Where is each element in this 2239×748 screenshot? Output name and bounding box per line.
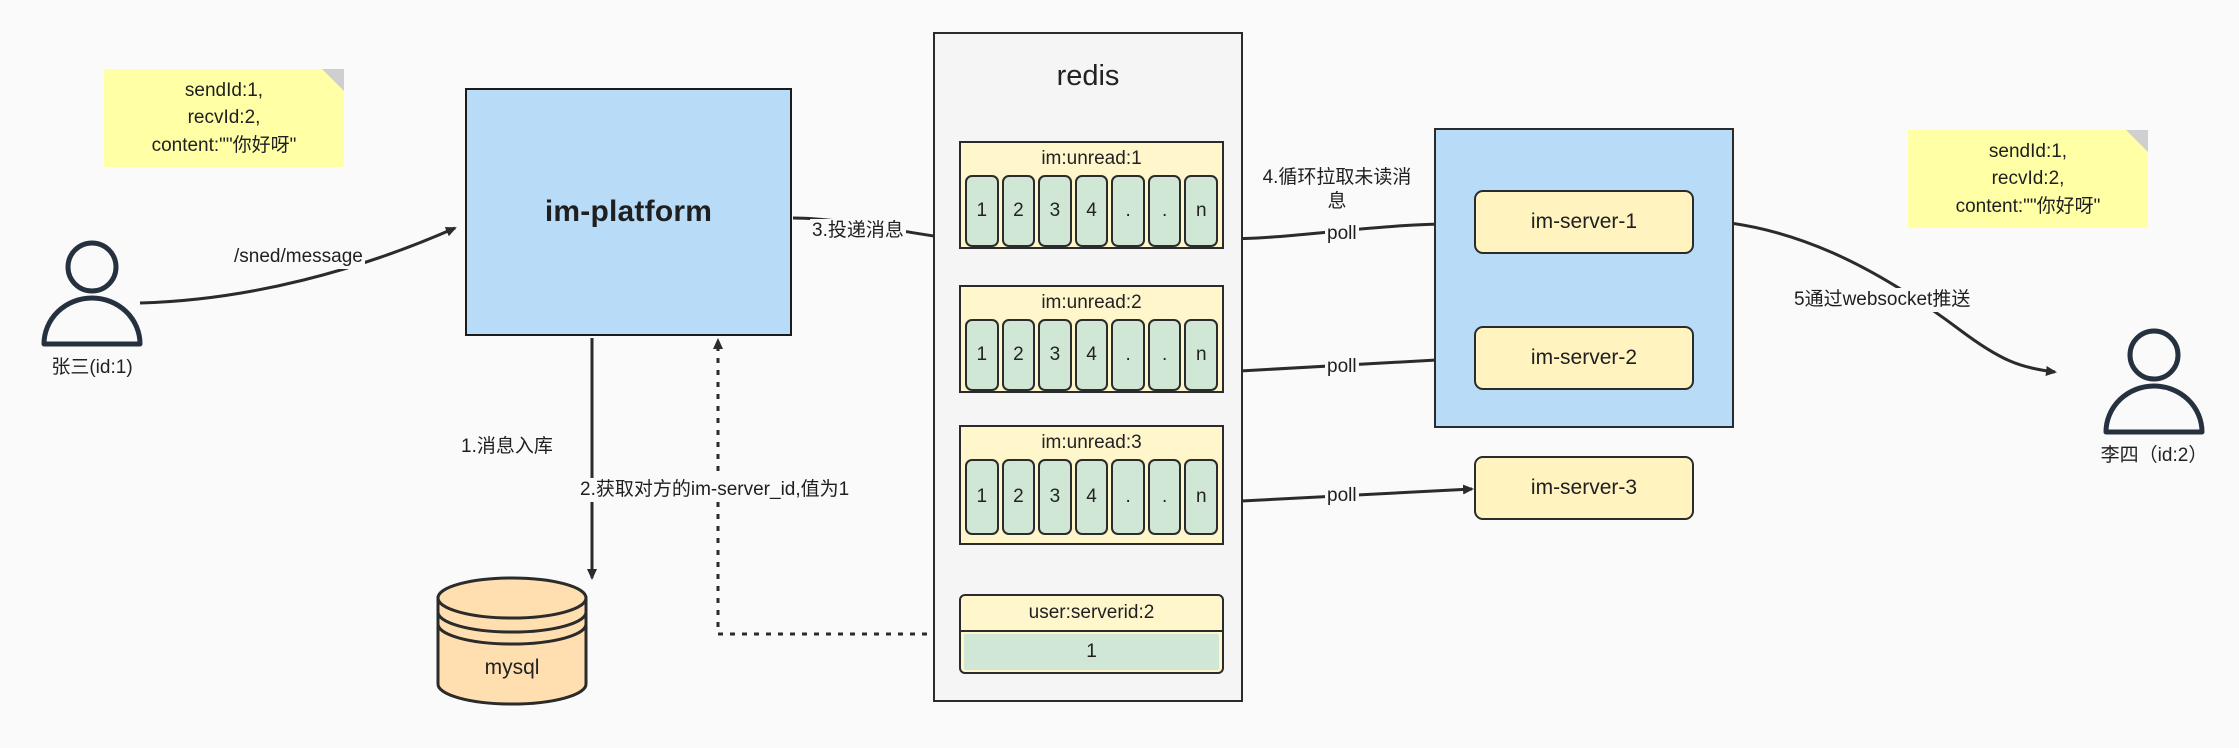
redis-list-im-unread-1[interactable]: im:unread:1 1 2 3 4 . . n <box>959 141 1224 249</box>
redis-list-cell: . <box>1111 319 1145 391</box>
redis-kv-user-serverid[interactable]: user:serverid:2 1 <box>959 594 1224 674</box>
redis-list-cell: 4 <box>1074 175 1109 247</box>
redis-list-cell: 1 <box>965 319 999 391</box>
actor-sender: 张三(id:1) <box>28 240 156 378</box>
edge-label-step2: 2.获取对方的im-server_id,值为1 <box>578 478 852 502</box>
redis-list-im-unread-2[interactable]: im:unread:2 1 2 3 4 . . n <box>959 285 1224 393</box>
redis-list-cell: n <box>1184 319 1219 391</box>
edge-label-poll-1: poll <box>1325 222 1359 246</box>
node-im-platform[interactable]: im-platform <box>465 88 792 336</box>
actor-receiver: 李四（id:2） <box>2090 328 2218 466</box>
note-sender-payload: sendId:1, recvId:2, content:""你好呀" <box>104 69 344 167</box>
redis-list-cell: n <box>1184 175 1219 247</box>
redis-list-key: im:unread:3 <box>1041 432 1142 453</box>
edge-label-send-message: /sned/message <box>232 245 365 269</box>
redis-list-cell: 1 <box>965 175 999 247</box>
node-mysql-label: mysql <box>484 656 540 679</box>
redis-list-cell: 1 <box>965 459 999 535</box>
redis-list-cell: . <box>1147 319 1182 391</box>
note-fold-icon <box>2126 130 2148 152</box>
node-im-server-3-label: im-server-3 <box>1530 476 1638 499</box>
redis-list-cells: 1 2 3 4 . . n <box>961 319 1222 391</box>
redis-list-cell: 3 <box>1038 319 1072 391</box>
node-mysql[interactable]: mysql <box>432 576 592 706</box>
note-sender-payload-text: sendId:1, recvId:2, content:""你好呀" <box>151 79 297 156</box>
note-fold-icon <box>322 69 344 91</box>
note-receiver-payload-text: sendId:1, recvId:2, content:""你好呀" <box>1955 140 2101 217</box>
redis-list-cell: 2 <box>1001 319 1036 391</box>
redis-list-im-unread-3[interactable]: im:unread:3 1 2 3 4 . . n <box>959 425 1224 545</box>
user-icon <box>41 240 143 347</box>
node-im-server-2-label: im-server-2 <box>1530 346 1638 369</box>
redis-title: redis <box>1056 60 1120 92</box>
node-im-server-1[interactable]: im-server-1 <box>1474 190 1694 254</box>
edge-label-step3: 3.投递消息 <box>810 219 906 243</box>
redis-list-cell: n <box>1184 459 1219 535</box>
user-icon <box>2103 328 2205 435</box>
note-receiver-payload: sendId:1, recvId:2, content:""你好呀" <box>1908 130 2148 228</box>
edge-label-poll-2: poll <box>1325 355 1359 379</box>
redis-kv-value: 1 <box>964 634 1219 670</box>
redis-list-cell: . <box>1147 175 1182 247</box>
actor-receiver-label: 李四（id:2） <box>2100 445 2208 466</box>
node-im-server-2[interactable]: im-server-2 <box>1474 326 1694 390</box>
redis-list-key: im:unread:2 <box>1041 292 1142 313</box>
node-im-server-3[interactable]: im-server-3 <box>1474 456 1694 520</box>
redis-list-cell: 4 <box>1074 319 1109 391</box>
database-cylinder-icon <box>436 576 588 706</box>
redis-list-cell: 4 <box>1074 459 1109 535</box>
redis-list-cell: 2 <box>1001 459 1036 535</box>
node-im-platform-label: im-platform <box>544 195 713 228</box>
redis-list-cell: . <box>1111 459 1145 535</box>
redis-list-cell: 2 <box>1001 175 1036 247</box>
node-im-server-1-label: im-server-1 <box>1530 210 1638 233</box>
actor-sender-label: 张三(id:1) <box>51 357 133 378</box>
redis-list-key: im:unread:1 <box>1041 148 1142 169</box>
redis-kv-key: user:serverid:2 <box>961 596 1222 632</box>
edge-label-step4: 4.循环拉取未读消 息 <box>1255 166 1419 214</box>
edge-label-poll-3: poll <box>1325 484 1359 508</box>
redis-list-cell: . <box>1111 175 1145 247</box>
edge-label-step5: 5通过websocket推送 <box>1792 288 1973 312</box>
redis-list-cells: 1 2 3 4 . . n <box>961 459 1222 535</box>
redis-list-cell: . <box>1147 459 1182 535</box>
edge-label-step1: 1.消息入库 <box>459 435 555 459</box>
redis-list-cells: 1 2 3 4 . . n <box>961 175 1222 247</box>
redis-list-cell: 3 <box>1038 459 1072 535</box>
redis-list-cell: 3 <box>1038 175 1072 247</box>
